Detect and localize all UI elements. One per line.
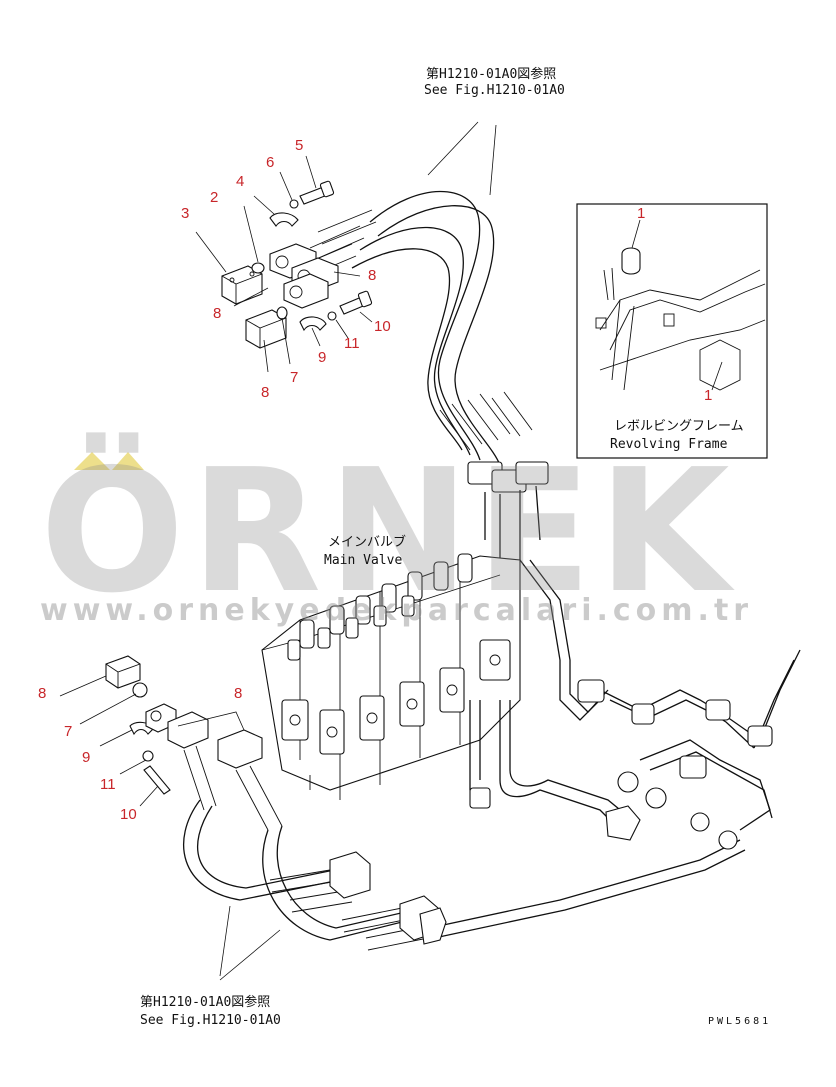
watermark-umlaut-right bbox=[112, 452, 144, 470]
watermark-letters: ÖRNEK bbox=[40, 432, 736, 631]
callout-11-top: 11 bbox=[344, 335, 360, 352]
callout-6: 6 bbox=[266, 154, 274, 171]
top-reference-jp: 第H1210-01A0図参照 bbox=[426, 66, 556, 82]
bottom-reference-jp: 第H1210-01A0図参照 bbox=[140, 994, 270, 1010]
callout-10-top: 10 bbox=[374, 318, 391, 335]
callout-8-bottom-right: 8 bbox=[234, 685, 242, 702]
callout-3: 3 bbox=[181, 205, 189, 222]
reference-labels: 第H1210-01A0図参照 See Fig.H1210-01A0 第H1210… bbox=[140, 66, 771, 1028]
bottom-fitting-parts bbox=[105, 655, 283, 831]
callout-4: 4 bbox=[236, 173, 244, 190]
callout-7-bottom: 7 bbox=[64, 723, 72, 740]
inset-label-en: Revolving Frame bbox=[610, 437, 728, 452]
callout-9-top: 9 bbox=[318, 349, 326, 366]
callout-8-top-left: 8 bbox=[213, 305, 221, 322]
drawing-code: PWL5681 bbox=[708, 1016, 771, 1027]
callout-1-lower: 1 bbox=[704, 387, 712, 404]
callout-11-bottom: 11 bbox=[100, 776, 116, 793]
leader-lines bbox=[59, 121, 497, 981]
watermark-umlaut-left bbox=[74, 452, 110, 470]
steel-tube-lines bbox=[419, 559, 801, 941]
top-fitting-parts bbox=[221, 180, 373, 349]
callout-10-bottom: 10 bbox=[120, 806, 137, 823]
callout-5: 5 bbox=[295, 137, 303, 154]
upper-hose-bundle bbox=[299, 190, 533, 466]
callout-8-top-bottom: 8 bbox=[261, 384, 269, 401]
callout-8-top-right: 8 bbox=[368, 267, 376, 284]
callout-1-upper: 1 bbox=[637, 205, 645, 222]
callout-2: 2 bbox=[210, 189, 218, 206]
watermark-url: www.ornekyedekparcalari.com.tr bbox=[40, 593, 753, 628]
callout-9-bottom: 9 bbox=[82, 749, 90, 766]
watermark: ÖRNEK www.ornekyedekparcalari.com.tr bbox=[40, 432, 753, 631]
upper-valve-flanges bbox=[467, 461, 549, 560]
callouts: 1 1 2 3 4 5 6 7 7 8 8 8 8 8 9 9 10 10 11… bbox=[38, 137, 712, 823]
top-reference-en: See Fig.H1210-01A0 bbox=[424, 83, 565, 98]
revolving-frame-inset bbox=[576, 203, 768, 459]
callout-7-top: 7 bbox=[290, 369, 298, 386]
callout-8-bottom-left: 8 bbox=[38, 685, 46, 702]
lower-hose-bundle bbox=[183, 799, 447, 951]
main-valve-body bbox=[261, 553, 521, 800]
main-valve-label-en: Main Valve bbox=[324, 553, 402, 568]
inset-label-jp: レボルビングフレーム bbox=[614, 419, 744, 434]
main-valve-label-jp: メインバルブ bbox=[328, 534, 406, 550]
bottom-reference-en: See Fig.H1210-01A0 bbox=[140, 1013, 281, 1028]
